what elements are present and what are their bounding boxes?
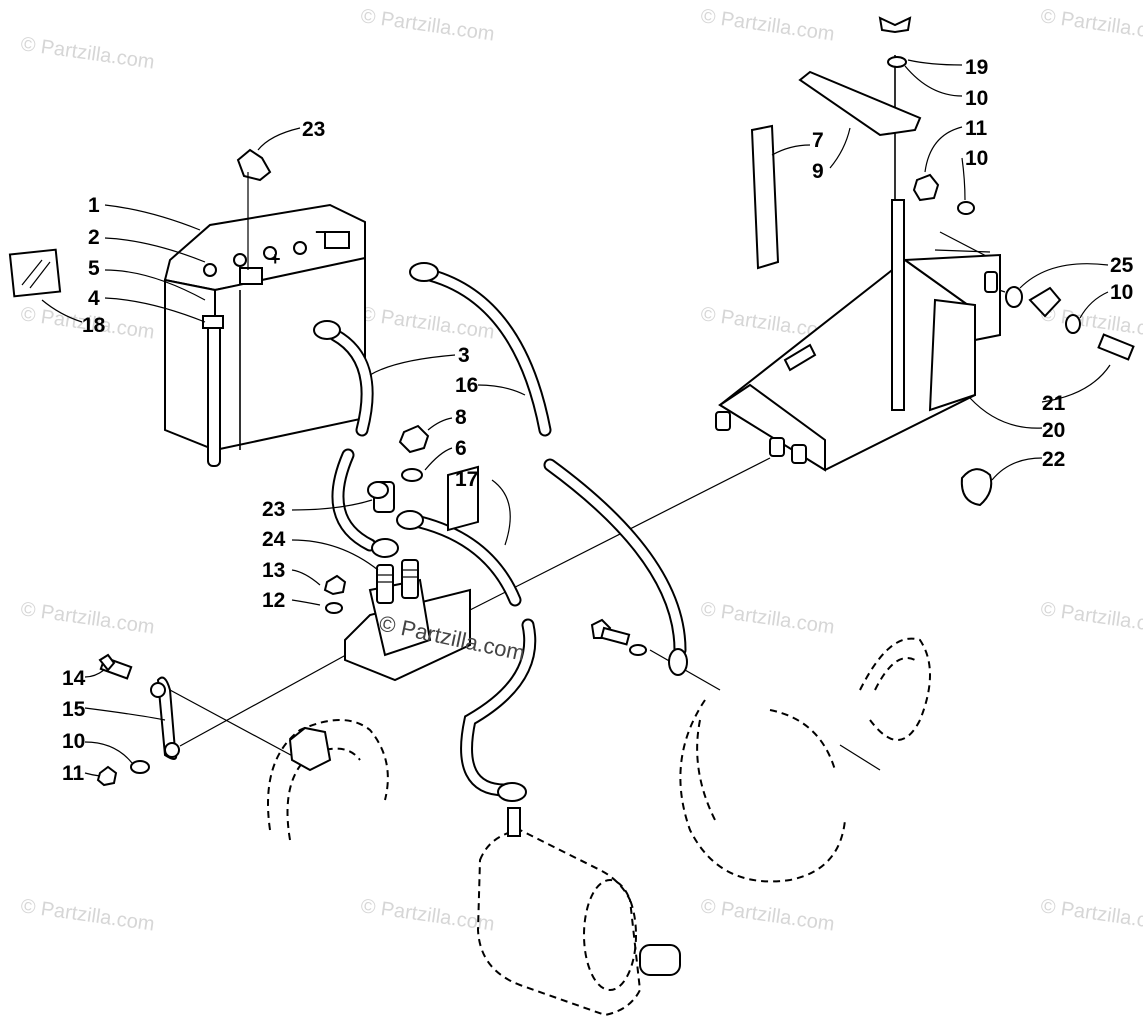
warning-decal bbox=[8, 248, 62, 298]
right-hardware bbox=[960, 286, 1135, 507]
callout-8: 8 bbox=[455, 406, 467, 429]
watermark: © Partzilla.com bbox=[359, 5, 496, 46]
hold-down-hardware bbox=[750, 16, 975, 411]
callout-14: 14 bbox=[62, 667, 86, 690]
callouts: 23 1 2 5 4 18 3 16 8 6 17 23 24 13 12 14… bbox=[62, 56, 1134, 785]
callout-7: 7 bbox=[812, 129, 824, 152]
callout-21: 21 bbox=[1042, 392, 1066, 415]
callout-22: 22 bbox=[1042, 448, 1065, 471]
cable-3 bbox=[313, 320, 399, 558]
callout-12: 12 bbox=[262, 589, 285, 612]
callout-10-top: 10 bbox=[965, 87, 988, 110]
callout-13: 13 bbox=[262, 559, 285, 582]
watermark: © Partzilla.com bbox=[19, 33, 156, 74]
watermark: © Partzilla.com bbox=[1039, 895, 1143, 936]
leader-lines bbox=[41, 59, 1111, 777]
battery-tray bbox=[715, 253, 1001, 472]
callout-10-right: 10 bbox=[1110, 281, 1133, 304]
bolt-mid bbox=[590, 618, 647, 656]
vent-tube bbox=[202, 315, 224, 467]
callout-4: 4 bbox=[88, 287, 100, 310]
callout-3: 3 bbox=[458, 344, 470, 367]
watermark: © Partzilla.com bbox=[19, 895, 156, 936]
callout-17: 17 bbox=[455, 468, 478, 491]
callout-9: 9 bbox=[812, 160, 824, 183]
callout-23: 23 bbox=[302, 118, 325, 141]
watermark: © Partzilla.com bbox=[699, 5, 836, 46]
engine-case-left bbox=[267, 719, 389, 841]
callout-20: 20 bbox=[1042, 419, 1065, 442]
callout-6: 6 bbox=[455, 437, 467, 460]
callout-15: 15 bbox=[62, 698, 86, 721]
hardware-small bbox=[323, 424, 430, 614]
watermark: © Partzilla.com bbox=[1039, 303, 1143, 344]
watermark: © Partzilla.com bbox=[359, 303, 496, 344]
callout-5: 5 bbox=[88, 257, 100, 280]
callout-1: 1 bbox=[88, 194, 100, 217]
watermark: © Partzilla.com bbox=[19, 598, 156, 639]
callout-24: 24 bbox=[262, 528, 286, 551]
cable-16 bbox=[409, 262, 688, 676]
cable-17 bbox=[396, 510, 537, 802]
watermark: © Partzilla.com bbox=[1039, 5, 1143, 46]
callout-11-left: 11 bbox=[62, 762, 85, 785]
engine-case-right bbox=[679, 637, 931, 883]
watermark: © Partzilla.com bbox=[1039, 598, 1143, 639]
callout-16: 16 bbox=[455, 374, 478, 397]
watermark: © Partzilla.com bbox=[699, 895, 836, 936]
terminal-boot bbox=[236, 148, 395, 513]
callout-25: 25 bbox=[1110, 254, 1134, 277]
callout-10-left: 10 bbox=[62, 730, 85, 753]
battery-plus-label: + bbox=[270, 249, 281, 269]
mount-bracket bbox=[96, 653, 180, 787]
watermark: © Partzilla.com bbox=[359, 895, 496, 936]
battery-minus-label: − bbox=[315, 222, 326, 242]
callout-11-right: 11 bbox=[965, 117, 988, 140]
starter-motor bbox=[476, 807, 681, 1017]
battery: + − bbox=[163, 203, 366, 452]
callout-18: 18 bbox=[82, 314, 106, 337]
callout-19: 19 bbox=[965, 56, 988, 79]
callout-2: 2 bbox=[88, 226, 100, 249]
callout-10-mid: 10 bbox=[965, 147, 988, 170]
watermark: © Partzilla.com bbox=[699, 598, 836, 639]
starter-solenoid bbox=[344, 465, 479, 682]
callout-23-lower: 23 bbox=[262, 498, 285, 521]
